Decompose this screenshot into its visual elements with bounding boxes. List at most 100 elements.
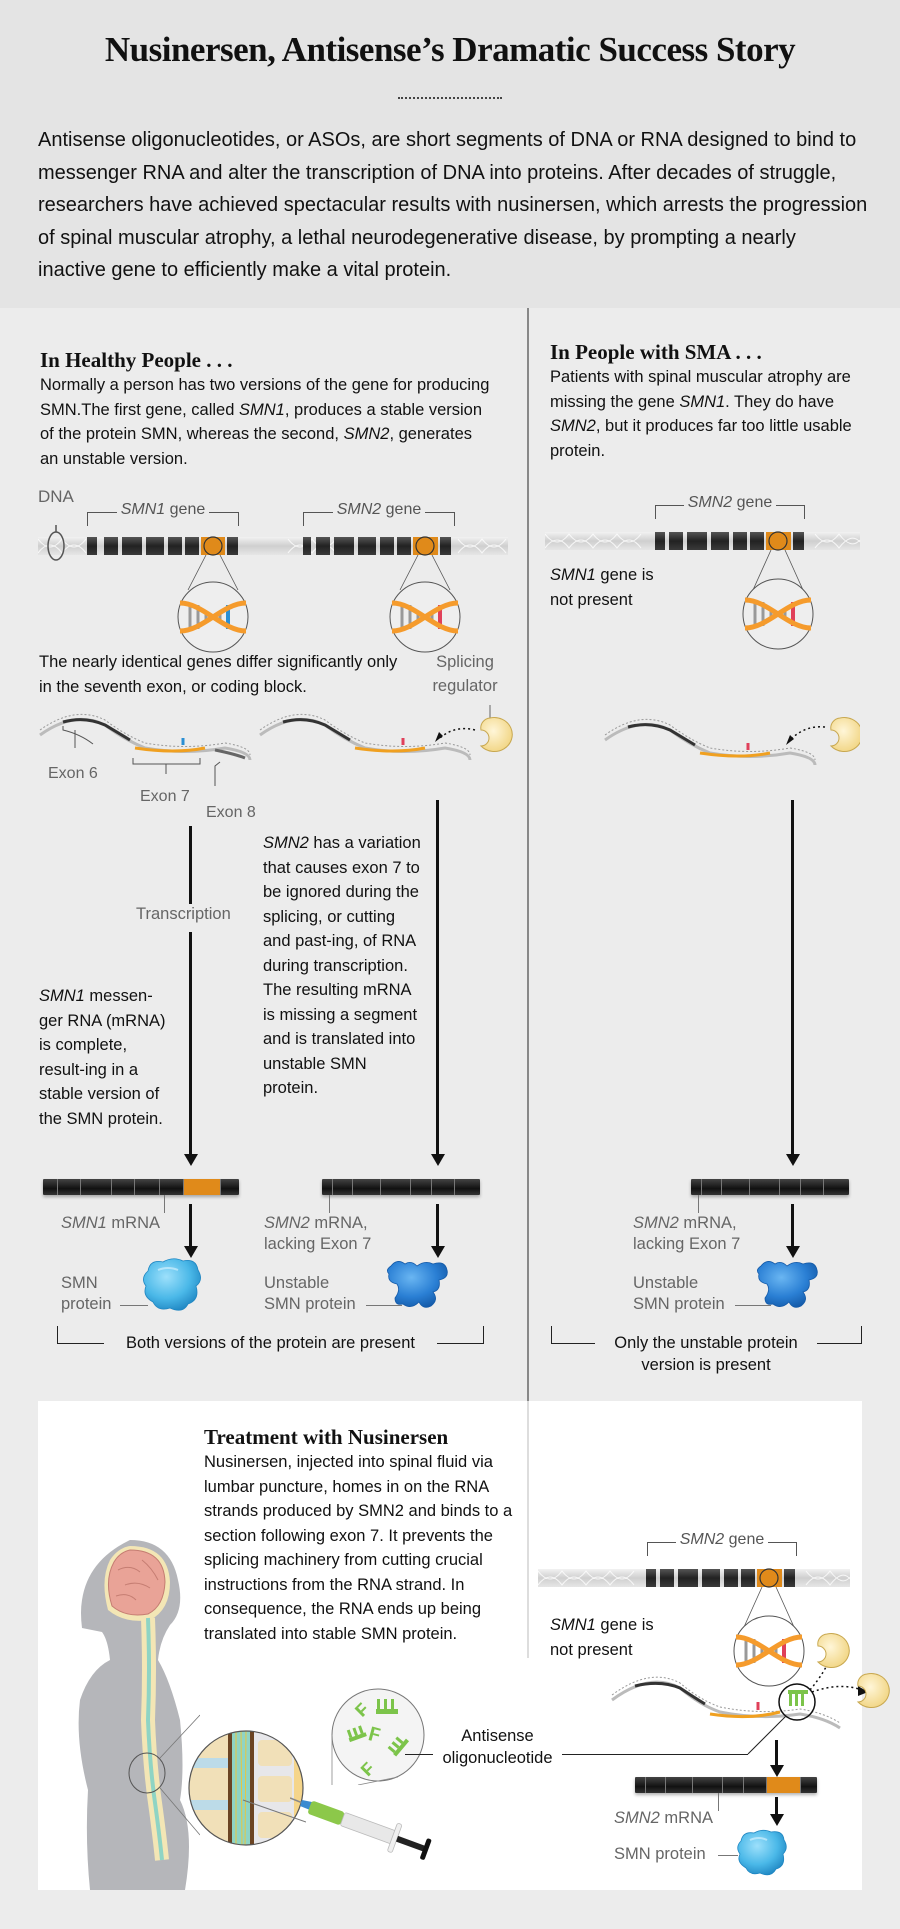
leader-line xyxy=(562,1754,748,1755)
healthy-summary: Both versions of the protein are present xyxy=(104,1332,437,1354)
smn2-gene-label: SMN2 gene xyxy=(656,494,804,512)
smn2-variation-description: SMN2 has a variation that causes exon 7 … xyxy=(263,831,423,1101)
stable-smn-protein-icon xyxy=(143,1258,201,1311)
treatment-divider xyxy=(527,1401,529,1658)
title-divider xyxy=(398,97,502,99)
human-silhouette-illustration xyxy=(78,1540,200,1890)
header: Nusinersen, Antisense’s Dramatic Success… xyxy=(0,0,900,308)
healthy-heading: In Healthy People . . . xyxy=(40,348,233,372)
translation-arrow-smn1 xyxy=(189,1204,192,1249)
smn2-gene-label: SMN2 gene xyxy=(304,501,454,519)
unstable-smn-protein-icon xyxy=(757,1261,818,1308)
text: SMN protein xyxy=(61,1274,112,1313)
text: Normally a person has two versions of th… xyxy=(40,376,490,419)
text: lacking Exon 7 xyxy=(264,1235,372,1253)
gene-name: SMN1 xyxy=(550,1616,596,1634)
gene-name: SMN1 xyxy=(120,501,166,518)
text: . They do have xyxy=(725,392,835,411)
gene-name: SMN1 xyxy=(239,400,285,419)
smn1-gene-bracket: SMN1 gene xyxy=(87,501,239,526)
text: Unstable xyxy=(633,1274,699,1292)
smn2-dna-zoom-icon xyxy=(742,578,814,650)
transcription-arrow-smn2 xyxy=(436,800,439,1158)
smn1-mrna-description: SMN1 messen-ger RNA (mRNA) is complete, … xyxy=(39,984,174,1131)
leader-line xyxy=(735,1305,771,1306)
text: Patients with spinal muscular atrophy ar… xyxy=(550,368,851,411)
gene-name: SMN2 xyxy=(679,1531,725,1548)
unstable-smn-protein-icon xyxy=(387,1261,448,1308)
displaced-splicing-regulator-icon xyxy=(856,1673,890,1708)
arrow-head xyxy=(770,1814,784,1826)
smn1-absent-label: SMN1 gene is not present xyxy=(550,563,660,612)
arrow-head xyxy=(786,1154,800,1166)
exon6-label: Exon 6 xyxy=(48,765,98,782)
text: mRNA xyxy=(659,1809,714,1827)
leader-line xyxy=(698,1195,699,1213)
text: Unstable xyxy=(264,1274,330,1292)
treatment-description: Nusinersen, injected into spinal fluid v… xyxy=(204,1453,513,1643)
text: gene xyxy=(732,494,773,511)
treatment-smn2-gene-bracket: SMN2 gene xyxy=(647,1531,797,1556)
displaced-splicing-regulator-icon xyxy=(816,1633,850,1668)
transcription-arrow-smn1-top xyxy=(189,826,192,904)
syringe-icon xyxy=(290,1797,432,1860)
text: has a variation that causes exon 7 to be… xyxy=(263,834,421,1097)
splicing-regulator-icon xyxy=(829,717,860,752)
gene-name: SMN1 xyxy=(39,987,85,1005)
gene-name: SMN1 xyxy=(61,1214,107,1232)
aso-zoom-icon xyxy=(331,1688,425,1785)
smn2-gene-label: SMN2 gene xyxy=(648,1531,796,1549)
intro-paragraph: Antisense oligonucleotides, or ASOs, are… xyxy=(38,129,868,281)
text: , but it produces far too little usable … xyxy=(550,417,852,460)
sma-dna-diagram xyxy=(545,531,861,650)
lumbar-puncture-zoom-icon xyxy=(188,1730,306,1846)
gene-name: SMN1 xyxy=(550,566,596,584)
gene-name: SMN2 xyxy=(343,425,390,443)
transcription-arrow-smn1 xyxy=(189,932,192,1158)
aso-bound-icon xyxy=(788,1690,808,1706)
text: gene xyxy=(165,501,206,518)
transcription-label: Transcription xyxy=(136,905,231,923)
text: SMN protein xyxy=(264,1295,356,1313)
arrow-head xyxy=(184,1246,198,1258)
treatment-smn-protein-label: SMN protein xyxy=(614,1845,706,1863)
text: , generates an unstable version. xyxy=(40,425,472,468)
smn2-exons xyxy=(303,537,451,555)
smn1-gene-label: SMN1 gene xyxy=(88,501,238,519)
sma-summary: Only the unstable protein version is pre… xyxy=(595,1332,817,1376)
exon7-label: Exon 7 xyxy=(140,788,190,805)
smn2-exons xyxy=(646,1569,795,1587)
exon8-label: Exon 8 xyxy=(206,804,256,821)
text: mRNA, xyxy=(678,1214,737,1232)
transcription-arrow-sma xyxy=(791,800,794,1158)
text: messen-ger RNA (mRNA) is complete, resul… xyxy=(39,987,166,1128)
leader-line xyxy=(329,1195,330,1213)
translation-arrow xyxy=(775,1797,778,1817)
aso-label: Antisense oligonucleotide xyxy=(435,1725,560,1769)
dna-label: DNA xyxy=(38,487,74,506)
healthy-dna-diagram xyxy=(38,525,508,653)
sma-smn2-mrna-label: SMN2 mRNA,lacking Exon 7 xyxy=(633,1213,740,1255)
treatment-heading: Treatment with Nusinersen xyxy=(204,1425,449,1449)
splicing-regulator-icon xyxy=(479,705,513,752)
text: gene xyxy=(381,501,422,518)
gene-name: SMN2 xyxy=(614,1809,660,1827)
smn2-dna-zoom-icon xyxy=(733,1615,805,1687)
smn-protein-label: SMN protein xyxy=(61,1273,121,1315)
smn2-mrna-label: SMN2 mRNA, lacking Exon 7 xyxy=(264,1213,371,1255)
healthy-description: Normally a person has two versions of th… xyxy=(40,373,490,471)
arrow-head xyxy=(786,1246,800,1258)
leader-line xyxy=(405,1754,433,1755)
smn1-pre-mrna xyxy=(39,713,252,786)
arrow-head xyxy=(184,1154,198,1166)
aso-molecules xyxy=(346,1699,410,1777)
smn2-mrna-bar xyxy=(322,1179,480,1195)
leader-line xyxy=(366,1305,402,1306)
text: mRNA, xyxy=(309,1214,368,1232)
gene-name: SMN2 xyxy=(264,1214,310,1232)
leader-line xyxy=(164,1195,165,1213)
smn1-exons xyxy=(87,537,238,555)
page-title: Nusinersen, Antisense’s Dramatic Success… xyxy=(104,30,796,69)
text: SMN protein xyxy=(633,1295,725,1313)
